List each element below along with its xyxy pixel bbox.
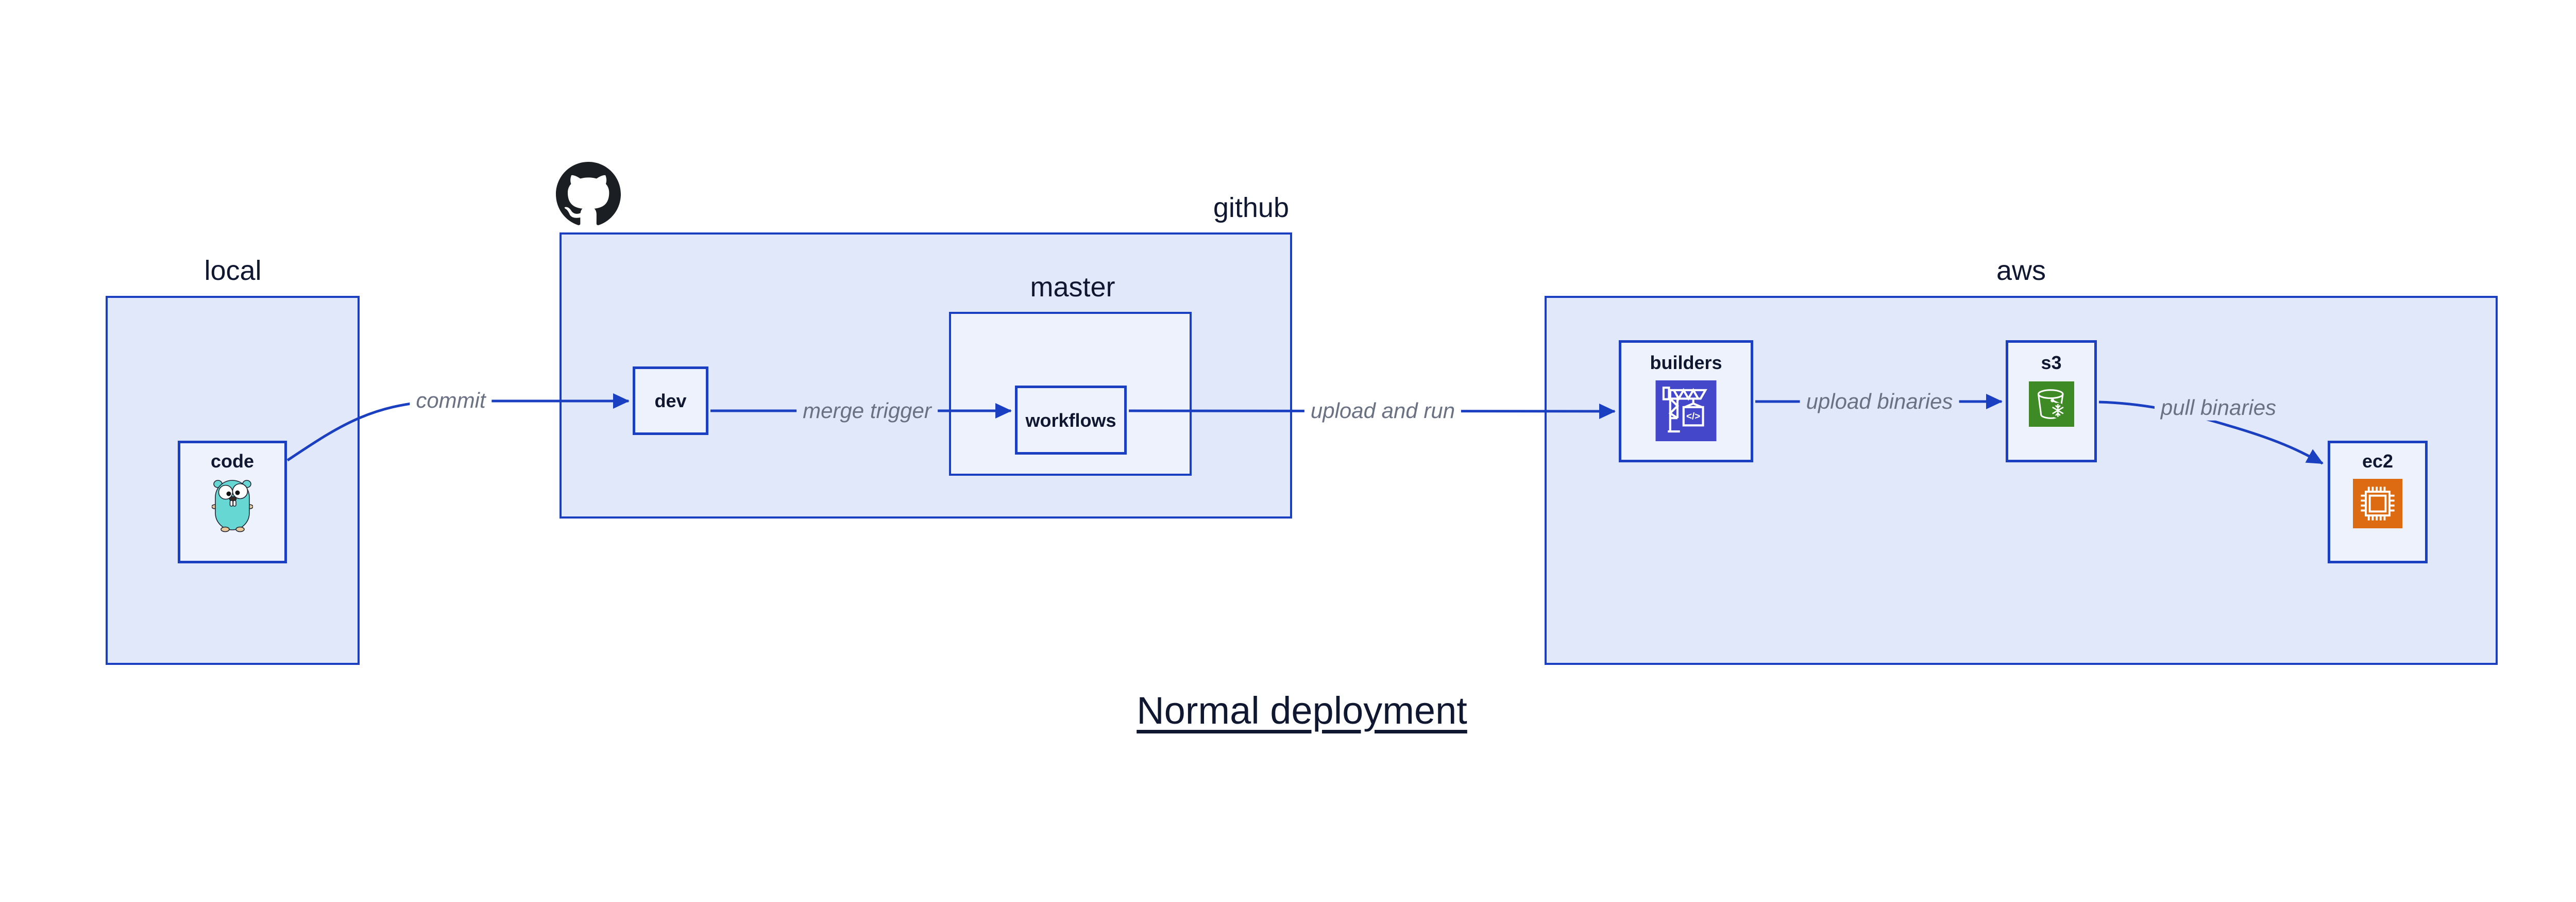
node-dev: dev [633,366,708,435]
code-label: code [210,450,255,472]
node-workflows: workflows [1015,386,1127,455]
aws-panel-label: aws [1996,255,2046,286]
edge-label-pull-binaries: pull binaries [2154,394,2283,421]
edge-label-merge-trigger: merge trigger [796,397,938,424]
local-panel-label: local [204,255,262,286]
ec2-label: ec2 [2362,450,2394,472]
go-gopher-icon [212,480,253,532]
github-panel-label: github [1213,192,1289,223]
node-s3: s3 [2006,340,2097,462]
diagram-title: Normal deployment [1137,689,1467,732]
svg-text:</>: </> [1686,411,1700,422]
aws-s3-glacier-bucket-icon [2028,381,2074,427]
master-panel-label: master [1030,272,1115,303]
builders-label: builders [1650,352,1722,373]
s3-label: s3 [2041,352,2062,373]
workflows-label: workflows [1025,409,1116,431]
node-ec2: ec2 [2328,441,2428,563]
github-octocat-icon [556,162,621,225]
node-code: code [178,441,287,563]
edge-label-commit: commit [410,387,492,414]
edge-label-upload-binaries: upload binaries [1800,388,1959,415]
node-builders: builders </> [1619,340,1753,462]
edge-label-upload-and-run: upload and run [1304,397,1462,424]
aws-ec2-chip-icon [2353,479,2402,528]
dev-label: dev [654,390,687,411]
aws-codebuild-crane-icon: </> [1655,380,1717,441]
